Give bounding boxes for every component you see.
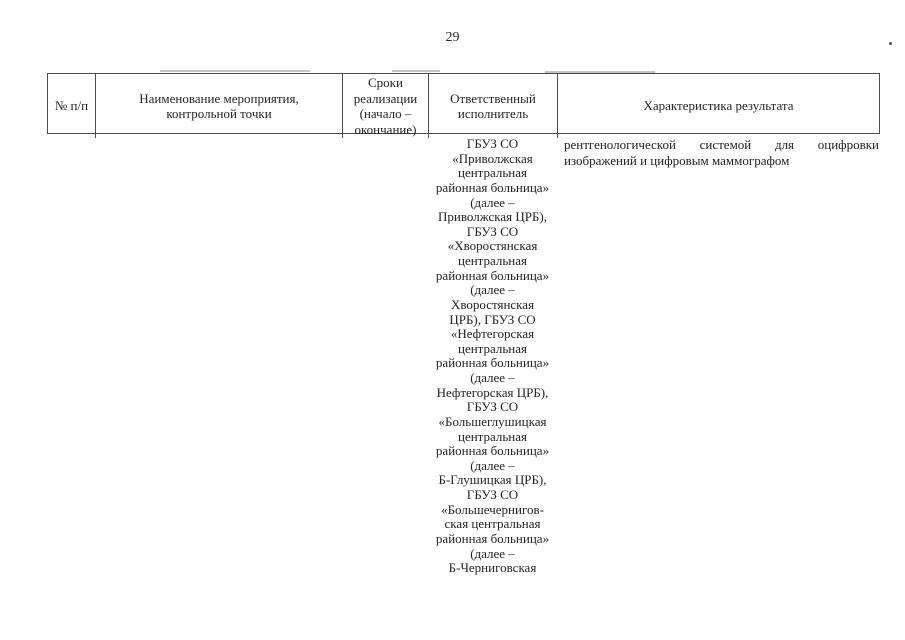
page-number: 29: [445, 30, 460, 45]
executor-text-line: (далее –: [470, 545, 515, 561]
header-cell-measure-name: Наименование мероприятия, контрольной то…: [96, 74, 343, 138]
scan-dot-artifact: [889, 42, 892, 45]
executor-text-line: (далее –: [470, 370, 515, 385]
executor-text-line: Б-Глушицкая ЦРБ),: [438, 472, 547, 488]
executor-text-line: ГБУЗ СО: [466, 487, 519, 502]
executor-text-line: районная больница»: [435, 355, 550, 371]
executor-text-line: (далее –: [470, 282, 515, 298]
executor-text-line: Б-Черниговская: [448, 560, 537, 576]
executor-text-line: ГБУЗ СО: [466, 223, 519, 239]
header-cell-number: № п/п: [48, 74, 96, 138]
body-cell-number-empty: [47, 137, 95, 576]
measures-table: № п/п Наименование мероприятия, контроль…: [47, 73, 880, 576]
scan-smudge-artifact: [545, 71, 655, 73]
executor-text-line: ская центральная: [444, 516, 541, 532]
executor-text-line: «Большечернигов-: [441, 501, 544, 517]
header-cell-implementation-period: Сроки реализации (начало – окончание): [343, 74, 429, 138]
executor-text-line: (далее –: [470, 194, 515, 210]
body-cell-result-characteristic: рентгенологической системой для оцифровк…: [557, 137, 880, 576]
executor-text-line: районная больница»: [435, 530, 550, 546]
header-cell-result-characteristic: Характеристика результата: [643, 98, 794, 114]
executor-text-line: «Приволжская: [452, 150, 533, 166]
executor-text-line: центральная: [457, 253, 528, 268]
executor-text-line: районная больница»: [435, 179, 550, 195]
scan-smudge-artifact: [392, 70, 440, 72]
executor-text-line: центральная: [457, 340, 528, 356]
executor-text-line: «Хворостянская: [447, 238, 538, 254]
executor-text-line: ГБУЗ СО: [466, 399, 519, 415]
body-cell-measure-name-empty: [95, 137, 342, 576]
executor-text-line: Нефтегорская ЦРБ),: [436, 384, 549, 400]
result-text-line: изображений и цифровым маммографом: [564, 152, 790, 168]
executor-text-line: «Большеглушицкая: [438, 413, 547, 429]
header-cell-responsible-executor: Ответственный исполнитель: [429, 74, 558, 138]
scan-smudge-artifact: [160, 70, 310, 72]
executor-text-line: Хворостянская: [450, 296, 535, 312]
result-text-line: рентгенологической системой для оцифровк…: [564, 137, 879, 152]
executor-text-line: районная больница»: [435, 443, 550, 459]
executor-text-line: центральная: [457, 428, 528, 444]
body-cell-implementation-period-empty: [342, 137, 428, 576]
table-header-row: № п/п Наименование мероприятия, контроль…: [47, 73, 880, 138]
executor-text-line: «Нефтегорская: [450, 326, 535, 342]
executor-text-line: Приволжская ЦРБ),: [437, 209, 547, 225]
executor-text-line: (далее –: [470, 457, 515, 473]
executor-text-line: центральная: [457, 165, 528, 181]
executor-text-line: ЦРБ), ГБУЗ СО: [449, 311, 536, 327]
executor-text-line: районная больница»: [435, 267, 550, 283]
executor-text-line: ГБУЗ СО: [466, 136, 519, 151]
